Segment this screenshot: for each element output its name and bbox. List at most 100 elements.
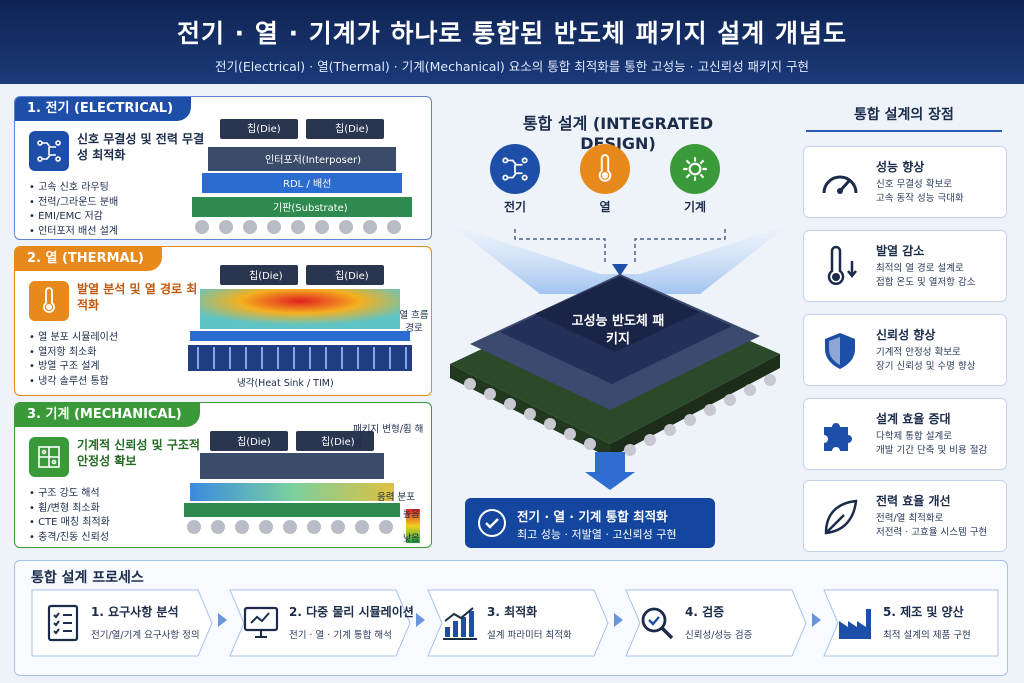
package-label: 고성능 반도체 패키지: [571, 314, 665, 347]
process-step: 1. 요구사항 분석 전기/열/기계 요구사항 정의: [31, 589, 213, 657]
step-title: 2. 다중 물리 시뮬레이션: [289, 605, 414, 619]
step-desc: 신뢰성/성능 검증: [685, 630, 753, 641]
step-title: 4. 검증: [685, 605, 725, 619]
step-desc: 설계 파라미터 최적화: [487, 630, 572, 641]
arrow-right-icon: [218, 613, 227, 627]
gauge-icon: [822, 175, 858, 194]
scale-high-label: 높음: [403, 510, 420, 520]
thermal-circle-label: 열: [599, 200, 611, 214]
arrow-right-icon: [614, 613, 623, 627]
thermometer-down-icon: [827, 245, 857, 285]
process-step: 4. 검증 신뢰성/성능 검증: [625, 589, 807, 657]
result-title: 전기 · 열 · 기계 통합 최적화: [517, 509, 668, 524]
shield-check-icon: [825, 333, 855, 369]
gear-icon: [670, 144, 720, 194]
list-item: 열 분포 시뮬레이션: [29, 331, 118, 346]
mechanical-panel: 3. 기계 (MECHANICAL) 기계적 신뢰성 및 구조적 안정성 확보 …: [14, 402, 432, 548]
integrated-package-illustration: [450, 224, 790, 490]
list-item: 휨/변형 최소화: [29, 502, 110, 517]
structure-icon: [29, 437, 69, 477]
step-desc: 최적 설계의 제품 구현: [883, 630, 971, 641]
advantages-title: 통합 설계의 장점: [806, 104, 1002, 132]
die-label: 칩(Die): [321, 437, 355, 448]
step-desc: 전기/열/기계 요구사항 정의: [91, 630, 200, 641]
list-item: 인터포저 배선 설계: [29, 225, 118, 240]
magnifier-icon: [641, 607, 674, 640]
advantage-title: 설계 효율 증대: [876, 412, 951, 426]
thermal-list: 열 분포 시뮬레이션 열저항 최소화 방열 구조 설계 냉각 솔루션 통합: [29, 331, 118, 389]
list-item: 구조 강도 해석: [29, 487, 110, 502]
list-item: 전력/그라운드 분배: [29, 196, 118, 211]
die-label: 칩(Die): [247, 124, 281, 135]
electrical-package-illustration: [192, 119, 412, 234]
interposer-label: 인터포저(Interposer): [265, 155, 362, 166]
arrow-right-icon: [416, 613, 425, 627]
list-item: EMI/EMC 저감: [29, 210, 118, 225]
warpage-label: 패키지 변형/휨 해석: [353, 424, 424, 449]
die-label: 칩(Die): [335, 271, 369, 282]
process-step: 3. 최적화 설계 파라미터 최적화: [427, 589, 609, 657]
heat-flow-label: 열 흐름 경로: [399, 310, 429, 334]
check-circle-icon: [478, 509, 506, 537]
process-section: 통합 설계 프로세스 1. 요구사항 분석 전기/열/기계 요구사항 정의 2.…: [14, 560, 1008, 676]
process-step: 2. 다중 물리 시뮬레이션 전기 · 열 · 기계 통합 해석: [229, 589, 414, 657]
die-label: 칩(Die): [249, 271, 283, 282]
electrical-list: 고속 신호 라우팅 전력/그라운드 분배 EMI/EMC 저감 인터포저 배선 …: [29, 181, 118, 239]
circuit-icon: [29, 131, 69, 171]
header: 전기 · 열 · 기계가 하나로 통합된 반도체 패키지 설계 개념도 전기(E…: [0, 0, 1024, 84]
page-subtitle: 전기(Electrical) · 열(Thermal) · 기계(Mechani…: [214, 59, 810, 74]
cooling-label: 냉각(Heat Sink / TIM): [237, 378, 334, 389]
rdl-label: RDL / 배선: [283, 179, 332, 190]
die-label: 칩(Die): [335, 124, 369, 135]
leaf-icon: [824, 499, 858, 535]
scale-low-label: 낮음: [403, 534, 420, 544]
mechanical-circle-label: 기계: [683, 200, 707, 214]
process-step: 5. 제조 및 양산 최적 설계의 제품 구현: [823, 589, 999, 657]
thermal-circle-icon: [580, 144, 630, 194]
page-title: 전기 · 열 · 기계가 하나로 통합된 반도체 패키지 설계 개념도: [176, 19, 848, 48]
factory-icon: [839, 609, 871, 639]
thermal-title: 발열 분석 및 열 경로 최적화: [77, 282, 198, 312]
list-item: 고속 신호 라우팅: [29, 181, 118, 196]
electrical-circle-icon: [490, 144, 540, 194]
advantage-title: 전력 효율 개선: [876, 494, 951, 508]
advantage-title: 발열 감소: [876, 244, 925, 258]
thermal-tag: 2. 열 (THERMAL): [15, 247, 162, 271]
electrical-circle-label: 전기: [503, 200, 527, 214]
thermometer-icon: [29, 281, 69, 321]
puzzle-icon: [824, 423, 852, 451]
electrical-tag: 1. 전기 (ELECTRICAL): [15, 97, 192, 121]
advantage-title: 신뢰성 향상: [876, 328, 936, 342]
thermal-panel: 2. 열 (THERMAL) 발열 분석 및 열 경로 최적화 열 분포 시뮬레…: [14, 246, 432, 396]
arrow-right-icon: [812, 613, 821, 627]
monitor-icon: [243, 606, 279, 638]
list-item: CTE 매칭 최적화: [29, 516, 110, 531]
substrate-label: 기판(Substrate): [273, 203, 348, 214]
die-label: 칩(Die): [237, 437, 271, 448]
list-item: 냉각 솔루션 통합: [29, 375, 118, 390]
electrical-title: 신호 무결성 및 전력 무결성 최적화: [77, 132, 205, 162]
list-item: 열저항 최소화: [29, 346, 118, 361]
mechanical-list: 구조 강도 해석 휨/변형 최소화 CTE 매칭 최적화 충격/진동 신뢰성: [29, 487, 110, 545]
electrical-panel: 1. 전기 (ELECTRICAL) 신호 무결성 및 전력 무결성 최적화 고…: [14, 96, 432, 240]
mechanical-tag: 3. 기계 (MECHANICAL): [15, 403, 200, 427]
step-title: 5. 제조 및 양산: [883, 605, 964, 619]
stress-label: 응력 분포: [377, 492, 415, 503]
step-title: 3. 최적화: [487, 605, 538, 619]
bar-chart-icon: [443, 607, 477, 640]
advantage-title: 성능 향상: [876, 160, 925, 174]
checklist-icon: [47, 604, 79, 642]
list-item: 충격/진동 신뢰성: [29, 531, 110, 546]
process-title: 통합 설계 프로세스: [31, 570, 144, 586]
thermal-package-illustration: [188, 265, 412, 371]
